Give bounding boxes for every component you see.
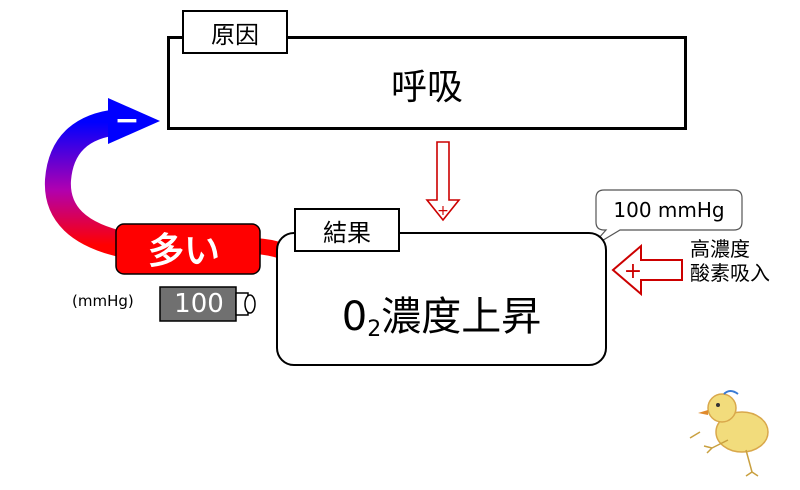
feedback-arrow-head [108, 98, 160, 144]
result-tag: 結果 [294, 208, 400, 252]
result-text: 02濃度上昇 [276, 284, 607, 342]
feedback-label: 多い [147, 231, 220, 272]
input-sign: + [624, 259, 642, 284]
link-sign: + [437, 203, 449, 219]
gauge-value: 100 [174, 289, 224, 319]
input-label-line2: 酸素吸入 [690, 261, 770, 285]
cause-tag: 原因 [182, 10, 288, 54]
cause-text: 呼吸 [390, 67, 463, 108]
callout-bubble [589, 189, 743, 249]
feedback-sign: − [114, 103, 139, 138]
result-text-main: 濃度上昇 [381, 294, 542, 340]
feedback-label-bg [115, 223, 261, 275]
callout-text: 100 mmHg [613, 198, 725, 222]
gauge-tip [244, 294, 256, 314]
result-box [276, 232, 607, 366]
input-label-line1: 高濃度 [690, 237, 750, 261]
chick-doodle-icon [689, 390, 769, 477]
link-arrow-icon [425, 141, 461, 222]
result-text-prefix: 0 [341, 294, 368, 340]
gauge-unit: (mmHg) [72, 292, 134, 310]
result-text-sub: 2 [367, 317, 382, 342]
input-arrow-icon [611, 243, 683, 297]
input-label: 高濃度 酸素吸入 [690, 237, 770, 285]
feedback-arc [44, 109, 129, 258]
